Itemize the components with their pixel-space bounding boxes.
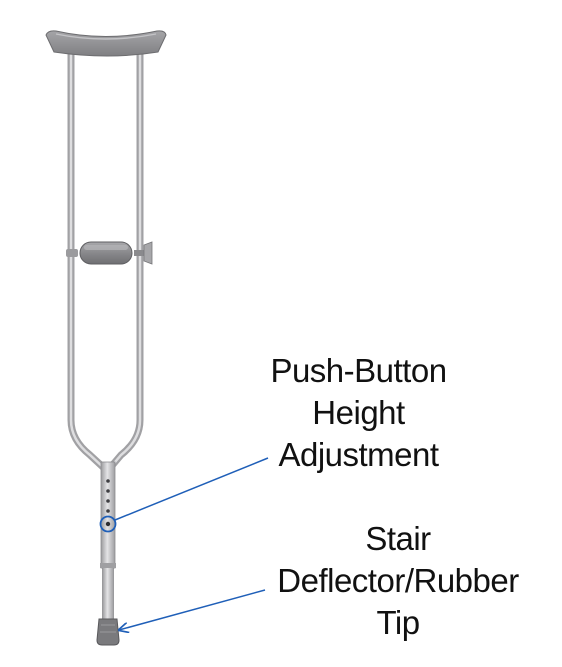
callout-line: Deflector/Rubber [277,562,519,599]
callout-line: Push-Button [270,352,447,389]
adjustment-holes [106,479,110,513]
rubber-tip-leader [119,589,266,630]
callout-line: Height [312,394,405,431]
crutch-lower-shaft [102,565,114,623]
push-button [105,521,111,527]
underarm-pad [45,30,167,57]
grip-bolt [134,241,153,265]
crutch-illustration [45,30,167,646]
callout-height-adjustment: Push-Button Height Adjustment [246,350,471,476]
crutch-upper-shaft [100,461,116,569]
callout-line: Stair [365,520,431,557]
callout-line: Adjustment [278,436,439,473]
callout-line: Tip [376,604,420,641]
callout-rubber-tip: Stair Deflector/Rubber Tip [262,518,534,644]
push-button-highlight-circle [99,515,117,533]
callout-leaders [99,457,269,630]
height-adjustment-leader [114,457,269,521]
